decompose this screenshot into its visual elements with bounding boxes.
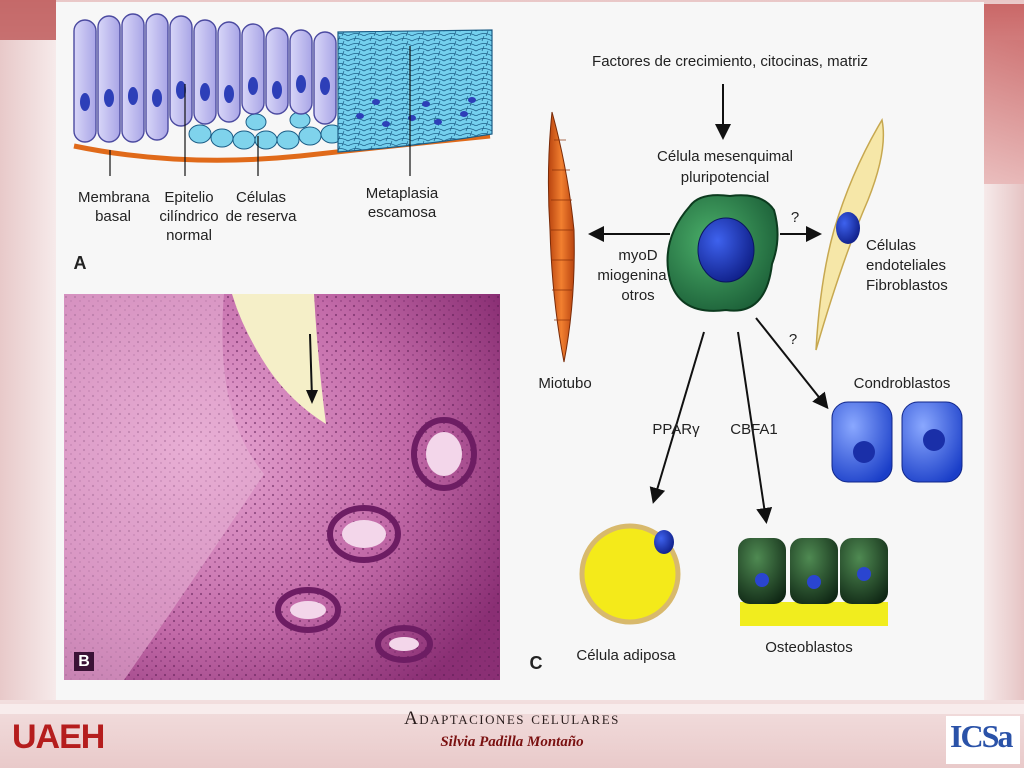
label-endoteliales-3: Fibroblastos (866, 277, 948, 294)
question-mark-lower: ? (788, 331, 798, 348)
label-osteoblastos: Osteoblastos (765, 639, 853, 656)
squamous-region (64, 294, 264, 680)
myotube (547, 111, 575, 363)
label-epitelio-2: cilíndrico (159, 208, 219, 225)
adipocyte (579, 523, 681, 625)
label-mesenquimal-1: Célula mesenquimal (657, 148, 793, 165)
panel-c-letter: C (529, 653, 543, 673)
label-epitelio-1: Epitelio (164, 189, 214, 206)
arrows (588, 84, 829, 524)
label-myod-1: myoD (618, 247, 658, 264)
panel-b-letter: B (74, 652, 94, 671)
slide-author: Silvia Padilla Montaño (440, 734, 584, 750)
label-miotubo: Miotubo (538, 375, 592, 392)
label-mesenquimal-2: pluripotencial (680, 169, 770, 186)
pointer-lines (109, 46, 411, 176)
label-endoteliales-1: Células (866, 237, 917, 254)
fibroblast-nucleus (836, 212, 860, 244)
label-endoteliales-2: endoteliales (866, 257, 947, 274)
glands (275, 417, 477, 663)
epithelium-diagram (73, 13, 493, 176)
differentiation-diagram (547, 84, 963, 626)
bone-matrix (740, 602, 888, 626)
label-myod-3: otros (621, 287, 655, 304)
adipocyte-nucleus (654, 530, 674, 554)
footer-stripe (0, 704, 1024, 714)
osteoblasts (738, 538, 888, 604)
arrow-head (306, 390, 318, 404)
panel-a-letter: A (73, 253, 87, 273)
label-membrana-2: basal (95, 208, 131, 225)
icsa-logo: ICSa (950, 718, 1013, 754)
histology-micrograph (64, 294, 500, 680)
label-myod-2: miogenina (597, 267, 667, 284)
icsa-logo-box (946, 716, 1020, 764)
slide-title: Adaptaciones celulares (404, 708, 620, 729)
uaeh-logo: UAEH (12, 718, 105, 756)
label-epitelio-3: normal (166, 227, 212, 244)
lumen (232, 294, 326, 424)
chondroblast-2-nucleus (923, 429, 945, 451)
top-right-accent (984, 4, 1024, 184)
label-ppar: PPARγ (652, 421, 700, 438)
arrow-shaft (309, 333, 313, 399)
question-mark-upper: ? (790, 209, 800, 226)
label-membrana-1: Membrana (78, 189, 150, 206)
mesenchymal-nucleus (697, 217, 755, 283)
label-cbfa1: CBFA1 (730, 421, 778, 438)
label-celulas-2: de reserva (225, 208, 297, 225)
chondroblast-1-nucleus (853, 441, 875, 463)
left-margin (0, 40, 56, 700)
top-left-accent (0, 0, 56, 42)
gland-lumens (290, 432, 462, 651)
myotube-striations (551, 139, 573, 321)
label-celulas-1: Células (235, 189, 287, 206)
label-metaplasia-2: escamosa (367, 204, 437, 221)
columnar-nuclei (80, 75, 330, 111)
label-factores: Factores de crecimiento, citocinas, matr… (592, 53, 868, 70)
squamous-metaplasia (337, 29, 493, 153)
columnar-cells (73, 13, 337, 143)
label-condroblastos: Condroblastos (853, 375, 951, 392)
label-adiposa: Célula adiposa (576, 647, 676, 664)
label-metaplasia-1: Metaplasia (365, 185, 439, 202)
